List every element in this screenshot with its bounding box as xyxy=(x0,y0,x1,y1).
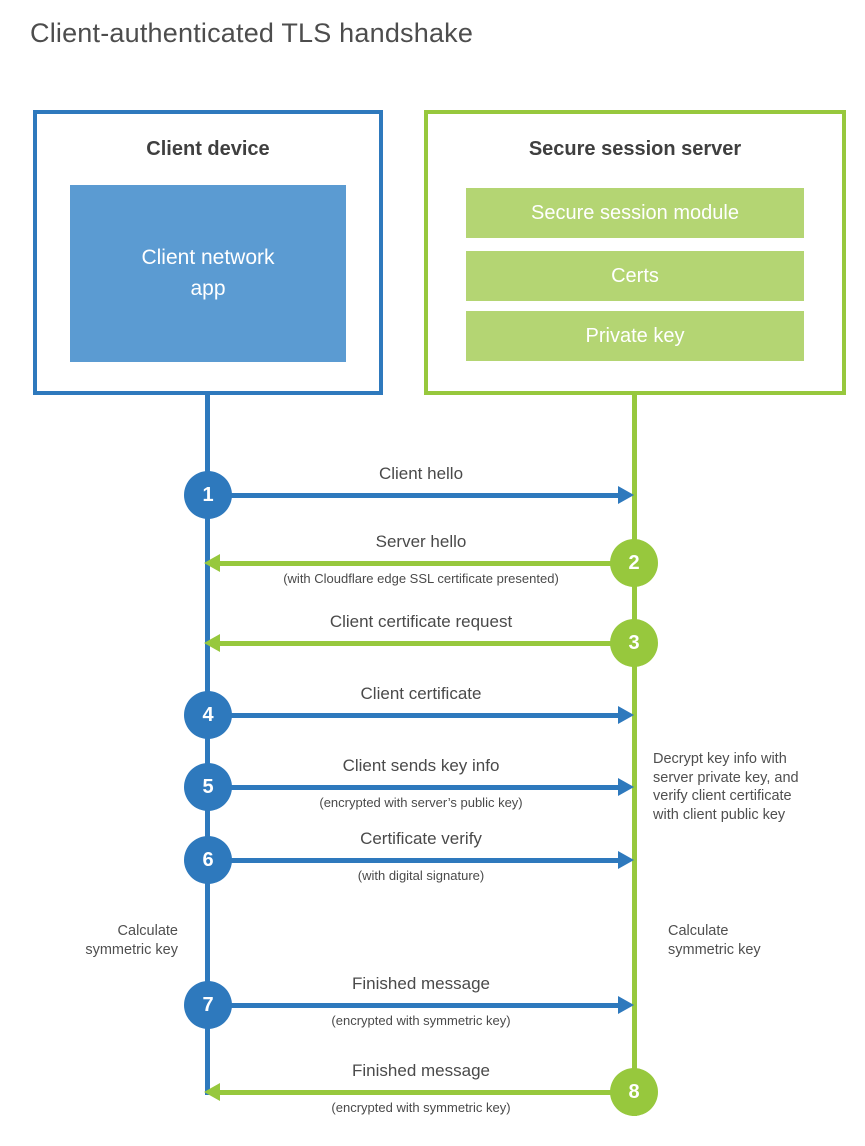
step-1-arrow-line xyxy=(210,492,620,498)
step-2-sublabel: (with Cloudflare edge SSL certificate pr… xyxy=(283,571,559,586)
step-5-arrow-line xyxy=(210,784,620,790)
step-4-circle: 4 xyxy=(184,691,232,739)
secure-session-server-box: Secure session server Secure session mod… xyxy=(424,110,846,395)
calculate-symmetric-key-client: Calculate symmetric key xyxy=(85,923,178,958)
server-module-secure-session: Secure session module xyxy=(466,188,804,238)
decrypt-note: Decrypt key info with server private key… xyxy=(653,751,799,823)
step-2-arrow-line xyxy=(220,560,634,566)
step-2-label: Server hello xyxy=(375,532,467,551)
page-title: Client-authenticated TLS handshake xyxy=(30,18,474,48)
step-6-arrowhead-right xyxy=(618,851,634,869)
step-7-label: Finished message xyxy=(352,974,490,993)
step-8-arrowhead-left xyxy=(204,1083,220,1101)
client-device-box: Client device Client network app xyxy=(33,110,383,395)
step-3-arrow-line xyxy=(220,640,634,646)
client-network-app-box: Client network app xyxy=(70,185,346,362)
step-7-arrow-line xyxy=(210,1002,620,1008)
step-1-label: Client hello xyxy=(378,464,464,483)
step-1-arrowhead-right xyxy=(618,486,634,504)
step-5-arrowhead-right xyxy=(618,778,634,796)
step-2-arrowhead-left xyxy=(204,554,220,572)
step-5-sublabel: (encrypted with server’s public key) xyxy=(319,795,523,810)
server-module-private-key: Private key xyxy=(466,311,804,361)
step-7-arrowhead-right xyxy=(618,996,634,1014)
step-4-label: Client certificate xyxy=(360,684,482,703)
step-1-circle: 1 xyxy=(184,471,232,519)
step-6-arrow-line xyxy=(210,857,620,863)
step-3-label: Client certificate request xyxy=(329,612,513,631)
calculate-symmetric-key-server: Calculate symmetric key xyxy=(668,923,761,958)
server-lifeline xyxy=(632,393,637,1116)
step-5-circle: 5 xyxy=(184,763,232,811)
step-3-arrowhead-left xyxy=(204,634,220,652)
step-8-sublabel: (encrypted with symmetric key) xyxy=(331,1100,511,1115)
step-6-circle: 6 xyxy=(184,836,232,884)
step-6-sublabel: (with digital signature) xyxy=(357,868,485,883)
step-7-circle: 7 xyxy=(184,981,232,1029)
server-module-certs: Certs xyxy=(466,251,804,301)
step-7-sublabel: (encrypted with symmetric key) xyxy=(331,1013,511,1028)
step-8-label: Finished message xyxy=(352,1061,490,1080)
step-8-arrow-line xyxy=(220,1089,634,1095)
client-lifeline xyxy=(205,393,210,1095)
step-2-circle: 2 xyxy=(610,539,658,587)
step-3-circle: 3 xyxy=(610,619,658,667)
step-8-circle: 8 xyxy=(610,1068,658,1116)
step-6-label: Certificate verify xyxy=(360,829,482,848)
secure-session-server-title: Secure session server xyxy=(528,138,742,160)
client-device-title: Client device xyxy=(146,138,270,160)
step-4-arrow-line xyxy=(210,712,620,718)
step-4-arrowhead-right xyxy=(618,706,634,724)
step-5-label: Client sends key info xyxy=(342,756,500,775)
